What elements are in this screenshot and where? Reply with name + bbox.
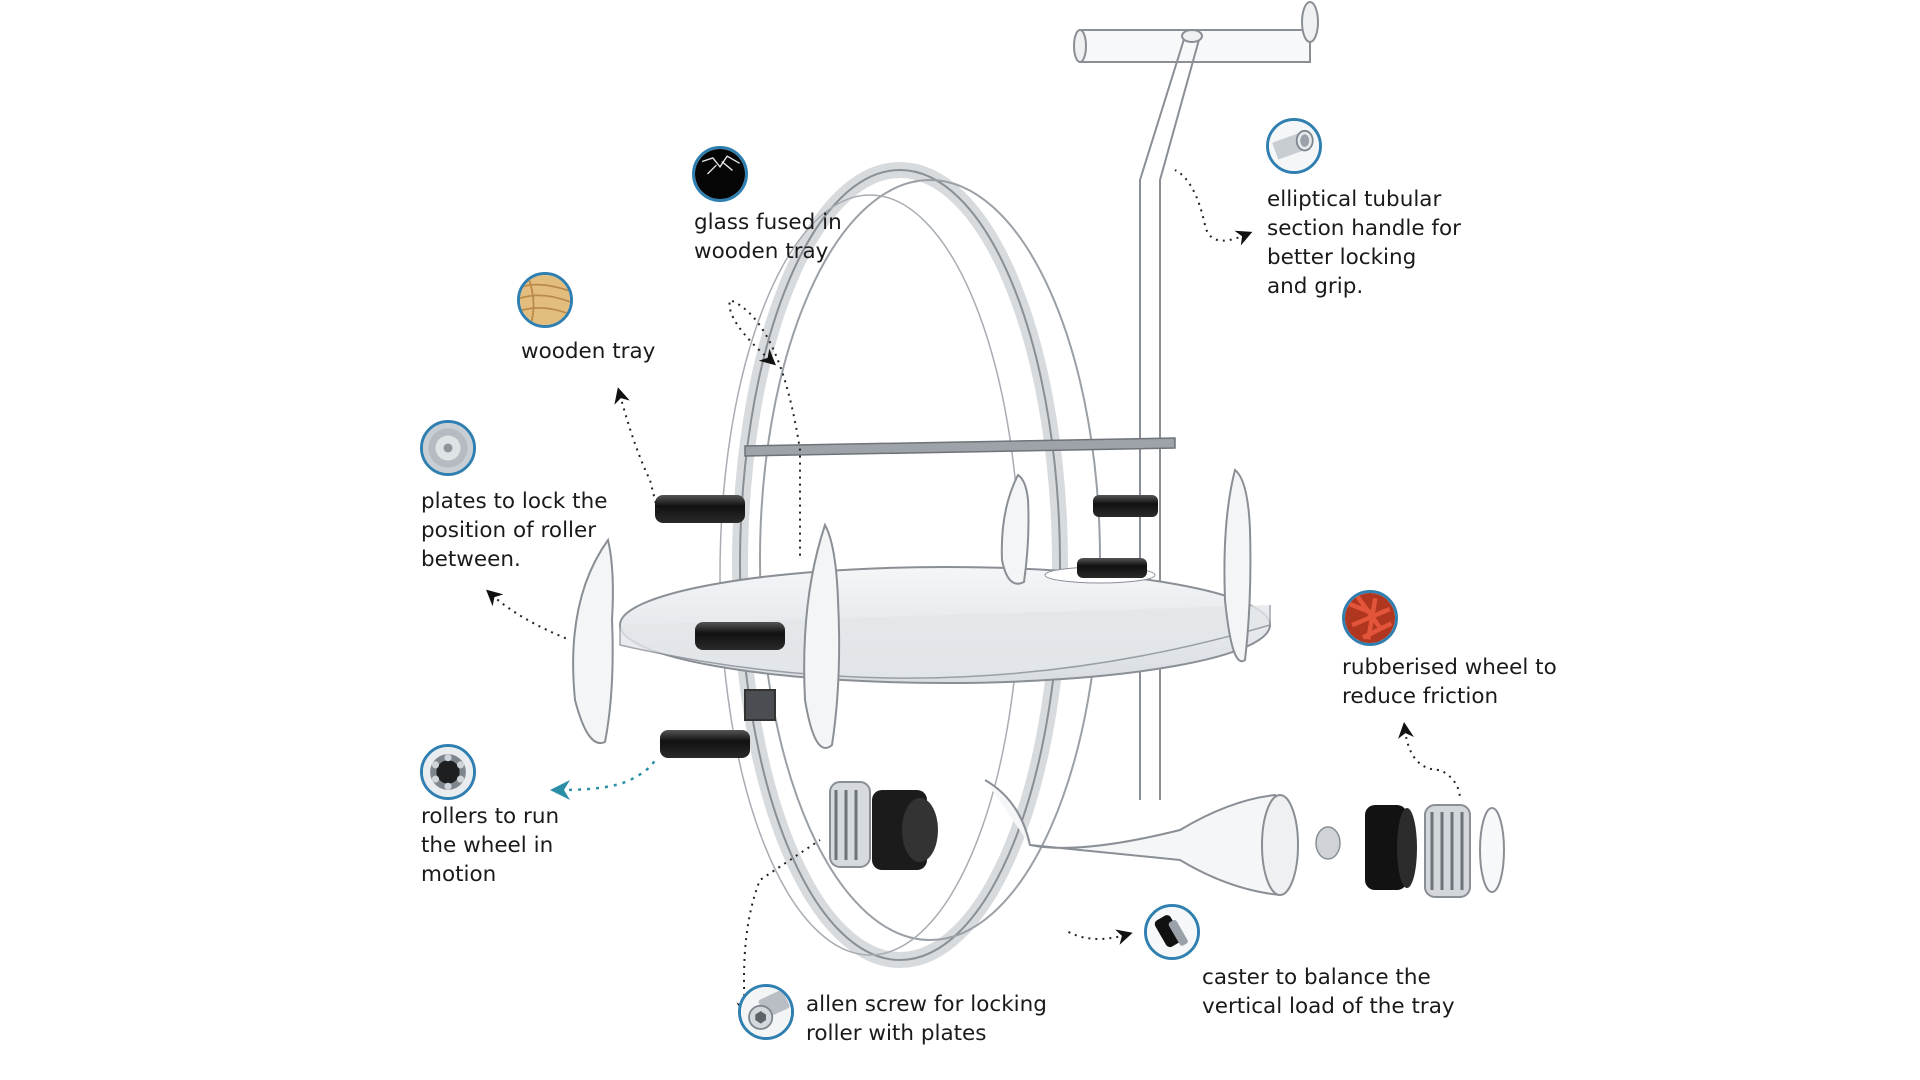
- leader-allen-screw: [736, 839, 821, 1018]
- rollers: [655, 495, 1158, 758]
- caster-icon: [1144, 904, 1200, 960]
- tube-icon: [1266, 118, 1322, 174]
- caster-assembly: [829, 779, 1505, 898]
- leader-caster: [1064, 929, 1133, 945]
- roller: [695, 622, 785, 650]
- wood-swatch-icon: [517, 272, 573, 328]
- leader-lines: [486, 169, 1461, 1018]
- roller: [655, 495, 745, 523]
- roller: [1093, 495, 1158, 517]
- wooden-tray-label: wooden tray: [521, 339, 656, 364]
- rollers-label: rollers to run the wheel in motion: [421, 804, 560, 887]
- tray: [619, 566, 1271, 684]
- handle-label: elliptical tubular section handle for be…: [1267, 187, 1461, 299]
- bearing-icon: [420, 744, 476, 800]
- rubber-swatch-icon: [1342, 590, 1398, 646]
- leader-rubber-wheel: [1398, 722, 1461, 801]
- handle: [1073, 1, 1319, 800]
- upper-shelf: [744, 437, 1176, 457]
- roller: [1077, 558, 1147, 578]
- screw-icon: [738, 984, 794, 1040]
- rubber-wheel-label: rubberised wheel to reduce friction: [1342, 655, 1557, 709]
- leader-wooden-tray: [614, 387, 661, 521]
- side-plates: [572, 468, 1252, 749]
- plates-label: plates to lock the position of roller be…: [421, 489, 608, 572]
- steel-disc-icon: [420, 420, 476, 476]
- roller: [660, 730, 750, 758]
- caster-label: caster to balance the vertical load of t…: [1202, 965, 1455, 1019]
- leader-handle: [1174, 169, 1253, 246]
- glass-swatch-icon: [692, 146, 748, 202]
- leader-plates: [486, 589, 571, 641]
- glass-label: glass fused in wooden tray: [694, 210, 842, 264]
- leader-rollers: [550, 759, 657, 800]
- allen-screw-label: allen screw for locking roller with plat…: [806, 992, 1047, 1046]
